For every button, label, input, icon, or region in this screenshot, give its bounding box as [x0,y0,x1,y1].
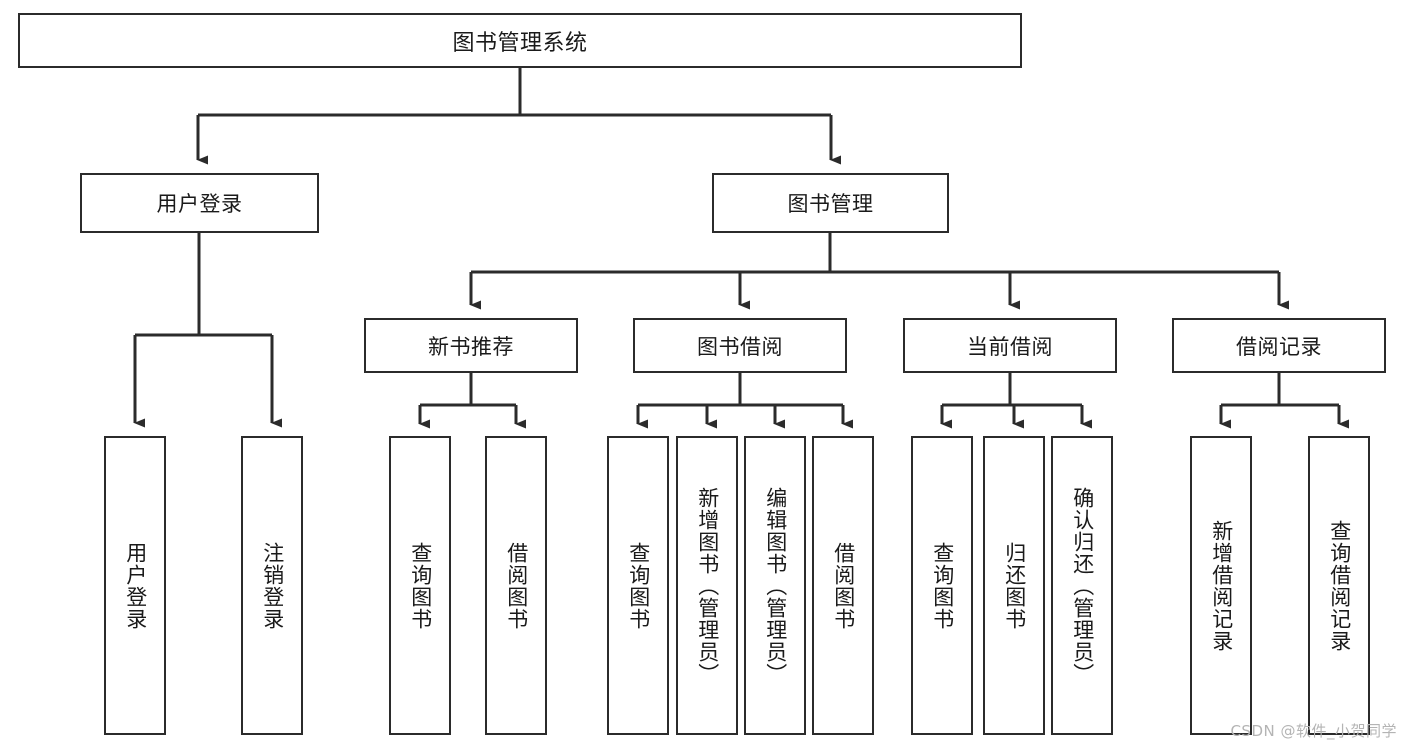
node-leaf-query-borrow-record[interactable]: 查询借阅记录 [1308,436,1370,735]
node-label: 归还图书 [1002,541,1027,630]
node-leaf-confirm-return-admin[interactable]: 确认归还（管理员） [1051,436,1113,735]
node-label: 新增图书（管理员） [695,486,720,685]
node-label: 查询借阅记录 [1327,519,1352,652]
node-label: 图书借阅 [697,334,783,359]
node-label: 查询图书 [626,541,651,630]
node-label: 编辑图书（管理员） [763,486,788,685]
node-label: 图书管理系统 [452,30,588,56]
node-leaf-add-book-admin[interactable]: 新增图书（管理员） [676,436,738,735]
node-current-borrow[interactable]: 当前借阅 [903,318,1117,373]
node-leaf-return-book[interactable]: 归还图书 [983,436,1045,735]
node-leaf-borrow-book[interactable]: 借阅图书 [812,436,874,735]
node-book-borrow[interactable]: 图书借阅 [633,318,847,373]
node-label: 用户登录 [156,192,243,216]
node-new-book-recommend[interactable]: 新书推荐 [364,318,578,373]
node-book-management[interactable]: 图书管理 [712,173,949,233]
node-root-book-management-system[interactable]: 图书管理系统 [18,13,1022,68]
node-label: 图书管理 [787,192,874,216]
node-label: 用户登录 [123,541,148,630]
node-leaf-query-book-borrow[interactable]: 查询图书 [607,436,669,735]
node-leaf-edit-book-admin[interactable]: 编辑图书（管理员） [744,436,806,735]
node-label: 注销登录 [260,541,285,630]
node-leaf-add-borrow-record[interactable]: 新增借阅记录 [1190,436,1252,735]
node-label: 新增借阅记录 [1209,519,1234,652]
node-leaf-query-book-recommend[interactable]: 查询图书 [389,436,451,735]
node-label: 确认归还（管理员） [1070,486,1095,685]
node-leaf-user-login[interactable]: 用户登录 [104,436,166,735]
node-leaf-borrow-book-recommend[interactable]: 借阅图书 [485,436,547,735]
node-label: 当前借阅 [967,334,1053,359]
node-leaf-query-book-current[interactable]: 查询图书 [911,436,973,735]
node-label: 查询图书 [408,541,433,630]
csdn-watermark: CSDN @软件_小贺同学 [1230,722,1397,740]
node-label: 新书推荐 [428,334,514,359]
node-label: 查询图书 [930,541,955,630]
node-label: 借阅记录 [1236,334,1322,359]
node-label: 借阅图书 [504,541,529,630]
node-label: 借阅图书 [831,541,856,630]
node-leaf-logout-login[interactable]: 注销登录 [241,436,303,735]
node-borrow-record[interactable]: 借阅记录 [1172,318,1386,373]
node-user-login[interactable]: 用户登录 [80,173,319,233]
